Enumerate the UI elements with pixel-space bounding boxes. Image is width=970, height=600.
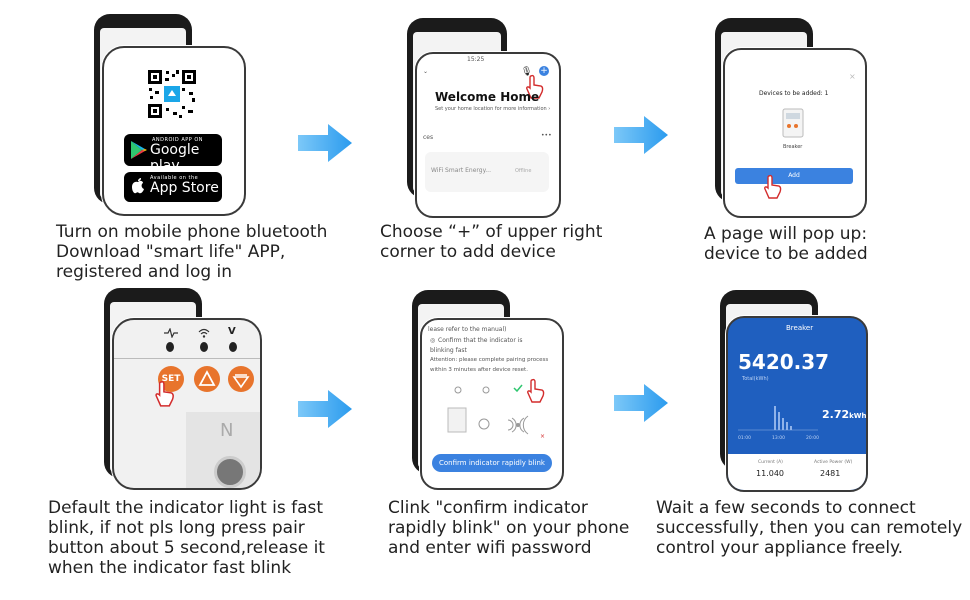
google-play-badge[interactable]: ANDROID APP ON Google play bbox=[124, 134, 222, 174]
total-energy-value: 5420.37 bbox=[738, 350, 830, 374]
checkbox-icon[interactable]: ◎ bbox=[430, 337, 436, 344]
app-store-badge[interactable]: Available on the App Store bbox=[124, 172, 222, 202]
voltage-label: V bbox=[228, 326, 236, 337]
instruction-line-5: within 3 minutes after device reset. bbox=[430, 367, 528, 373]
qr-code-icon bbox=[146, 68, 198, 120]
confirm-indicator-button[interactable]: Confirm indicator rapidly blink bbox=[432, 454, 552, 472]
instruction-line-2: Confirm that the indicator is bbox=[438, 337, 523, 344]
caption-step-6: Wait a few seconds to connect successful… bbox=[656, 498, 963, 558]
app-store-small-text: Available on the bbox=[150, 175, 199, 181]
arrow-right-icon bbox=[614, 116, 668, 154]
terminal-screw bbox=[214, 456, 246, 488]
indicator-led-2 bbox=[200, 342, 208, 352]
status-time: 15:25 bbox=[467, 56, 485, 63]
power-value: 2481 bbox=[820, 469, 841, 478]
devices-label: ces bbox=[423, 134, 434, 141]
page-subtitle[interactable]: Set your home location for more informat… bbox=[435, 106, 551, 112]
zoom-bubble-step-3: × Devices to be added: 1 Breaker Add bbox=[723, 48, 867, 218]
up-button[interactable] bbox=[194, 366, 220, 392]
svg-text:×: × bbox=[540, 433, 545, 440]
hand-pointer-icon bbox=[155, 380, 174, 407]
pairing-illustration: × bbox=[447, 384, 545, 440]
hand-pointer-icon bbox=[527, 378, 545, 403]
instruction-line-4: Attention: please complete pairing proce… bbox=[430, 357, 549, 363]
close-icon[interactable]: × bbox=[849, 72, 856, 81]
today-value: 2.72 bbox=[822, 408, 850, 421]
hand-pointer-icon bbox=[764, 174, 782, 199]
zoom-bubble-step-5: lease refer to the manual) ◎ Confirm tha… bbox=[420, 318, 564, 490]
arrow-right-icon bbox=[614, 384, 668, 422]
zoom-bubble-step-1: ANDROID APP ON Google play Available on … bbox=[102, 46, 246, 216]
panel-line bbox=[114, 358, 260, 359]
pulse-icon bbox=[164, 328, 178, 338]
page-title: Welcome Home bbox=[435, 90, 540, 104]
google-play-text: Google play bbox=[150, 142, 200, 174]
device-label: Breaker bbox=[783, 144, 803, 150]
hand-pointer-icon bbox=[526, 74, 544, 99]
today-unit: kWh bbox=[849, 412, 867, 420]
stats-panel: Current (A) 11.040 Active Power (W) 2481 bbox=[728, 454, 866, 490]
current-value: 11.040 bbox=[756, 469, 784, 478]
today-energy-value: 2.72kWh bbox=[822, 408, 867, 421]
app-store-text: App Store bbox=[150, 180, 219, 196]
indicator-led-3 bbox=[229, 342, 237, 352]
google-play-small-text: ANDROID APP ON bbox=[152, 137, 204, 143]
screen-header: Breaker bbox=[786, 324, 814, 332]
set-button[interactable]: SET bbox=[158, 366, 184, 392]
power-label: Active Power (W) bbox=[814, 460, 853, 465]
triangle-up-icon bbox=[198, 370, 216, 386]
down-button[interactable] bbox=[228, 366, 254, 392]
device-name: WiFi Smart Energy... bbox=[431, 167, 491, 174]
zoom-bubble-step-4: V SET N bbox=[112, 318, 262, 490]
instruction-line-3: blinking fast bbox=[430, 347, 467, 354]
zoom-bubble-step-6: Breaker 5420.37 Total(kWh) 2.72kWh 01:00… bbox=[726, 316, 868, 492]
instruction-line-1: lease refer to the manual) bbox=[428, 326, 507, 333]
time-tick-2: 13:00 bbox=[772, 436, 785, 441]
time-tick-3: 20:00 bbox=[806, 436, 819, 441]
caption-step-2: Choose “+” of upper right corner to add … bbox=[380, 222, 603, 262]
mic-icon[interactable]: 🎙 bbox=[521, 67, 533, 77]
caption-step-4: Default the indicator light is fast blin… bbox=[48, 498, 325, 578]
more-icon[interactable]: ••• bbox=[541, 132, 552, 139]
wifi-icon bbox=[198, 328, 210, 338]
caption-step-5: Clink "confirm indicator rapidly blink" … bbox=[388, 498, 630, 558]
zoom-bubble-step-2: 15:25 ⌄ 🎙 + Welcome Home Set your home l… bbox=[415, 52, 561, 218]
device-card[interactable]: WiFi Smart Energy... Offline bbox=[425, 152, 549, 192]
arrow-right-icon bbox=[298, 390, 352, 428]
total-energy-unit: Total(kWh) bbox=[742, 376, 769, 382]
triangle-down-icon bbox=[232, 374, 250, 389]
energy-bar-chart bbox=[738, 406, 818, 431]
apple-icon bbox=[132, 178, 144, 194]
caption-step-1: Turn on mobile phone bluetooth Download … bbox=[56, 222, 328, 282]
neutral-label: N bbox=[220, 420, 234, 441]
breaker-device-icon bbox=[782, 108, 804, 138]
caption-step-3: A page will pop up: device to be added bbox=[704, 224, 868, 264]
popup-heading: Devices to be added: 1 bbox=[759, 90, 829, 97]
google-play-icon bbox=[131, 141, 147, 159]
arrow-right-icon bbox=[298, 124, 352, 162]
add-plus-button[interactable]: + bbox=[539, 66, 549, 76]
current-label: Current (A) bbox=[758, 460, 783, 465]
add-button[interactable]: Add bbox=[735, 168, 853, 184]
device-status: Offline bbox=[515, 168, 532, 174]
indicator-led-1 bbox=[166, 342, 174, 352]
home-dropdown[interactable]: ⌄ bbox=[423, 68, 429, 75]
time-tick-1: 01:00 bbox=[738, 436, 751, 441]
